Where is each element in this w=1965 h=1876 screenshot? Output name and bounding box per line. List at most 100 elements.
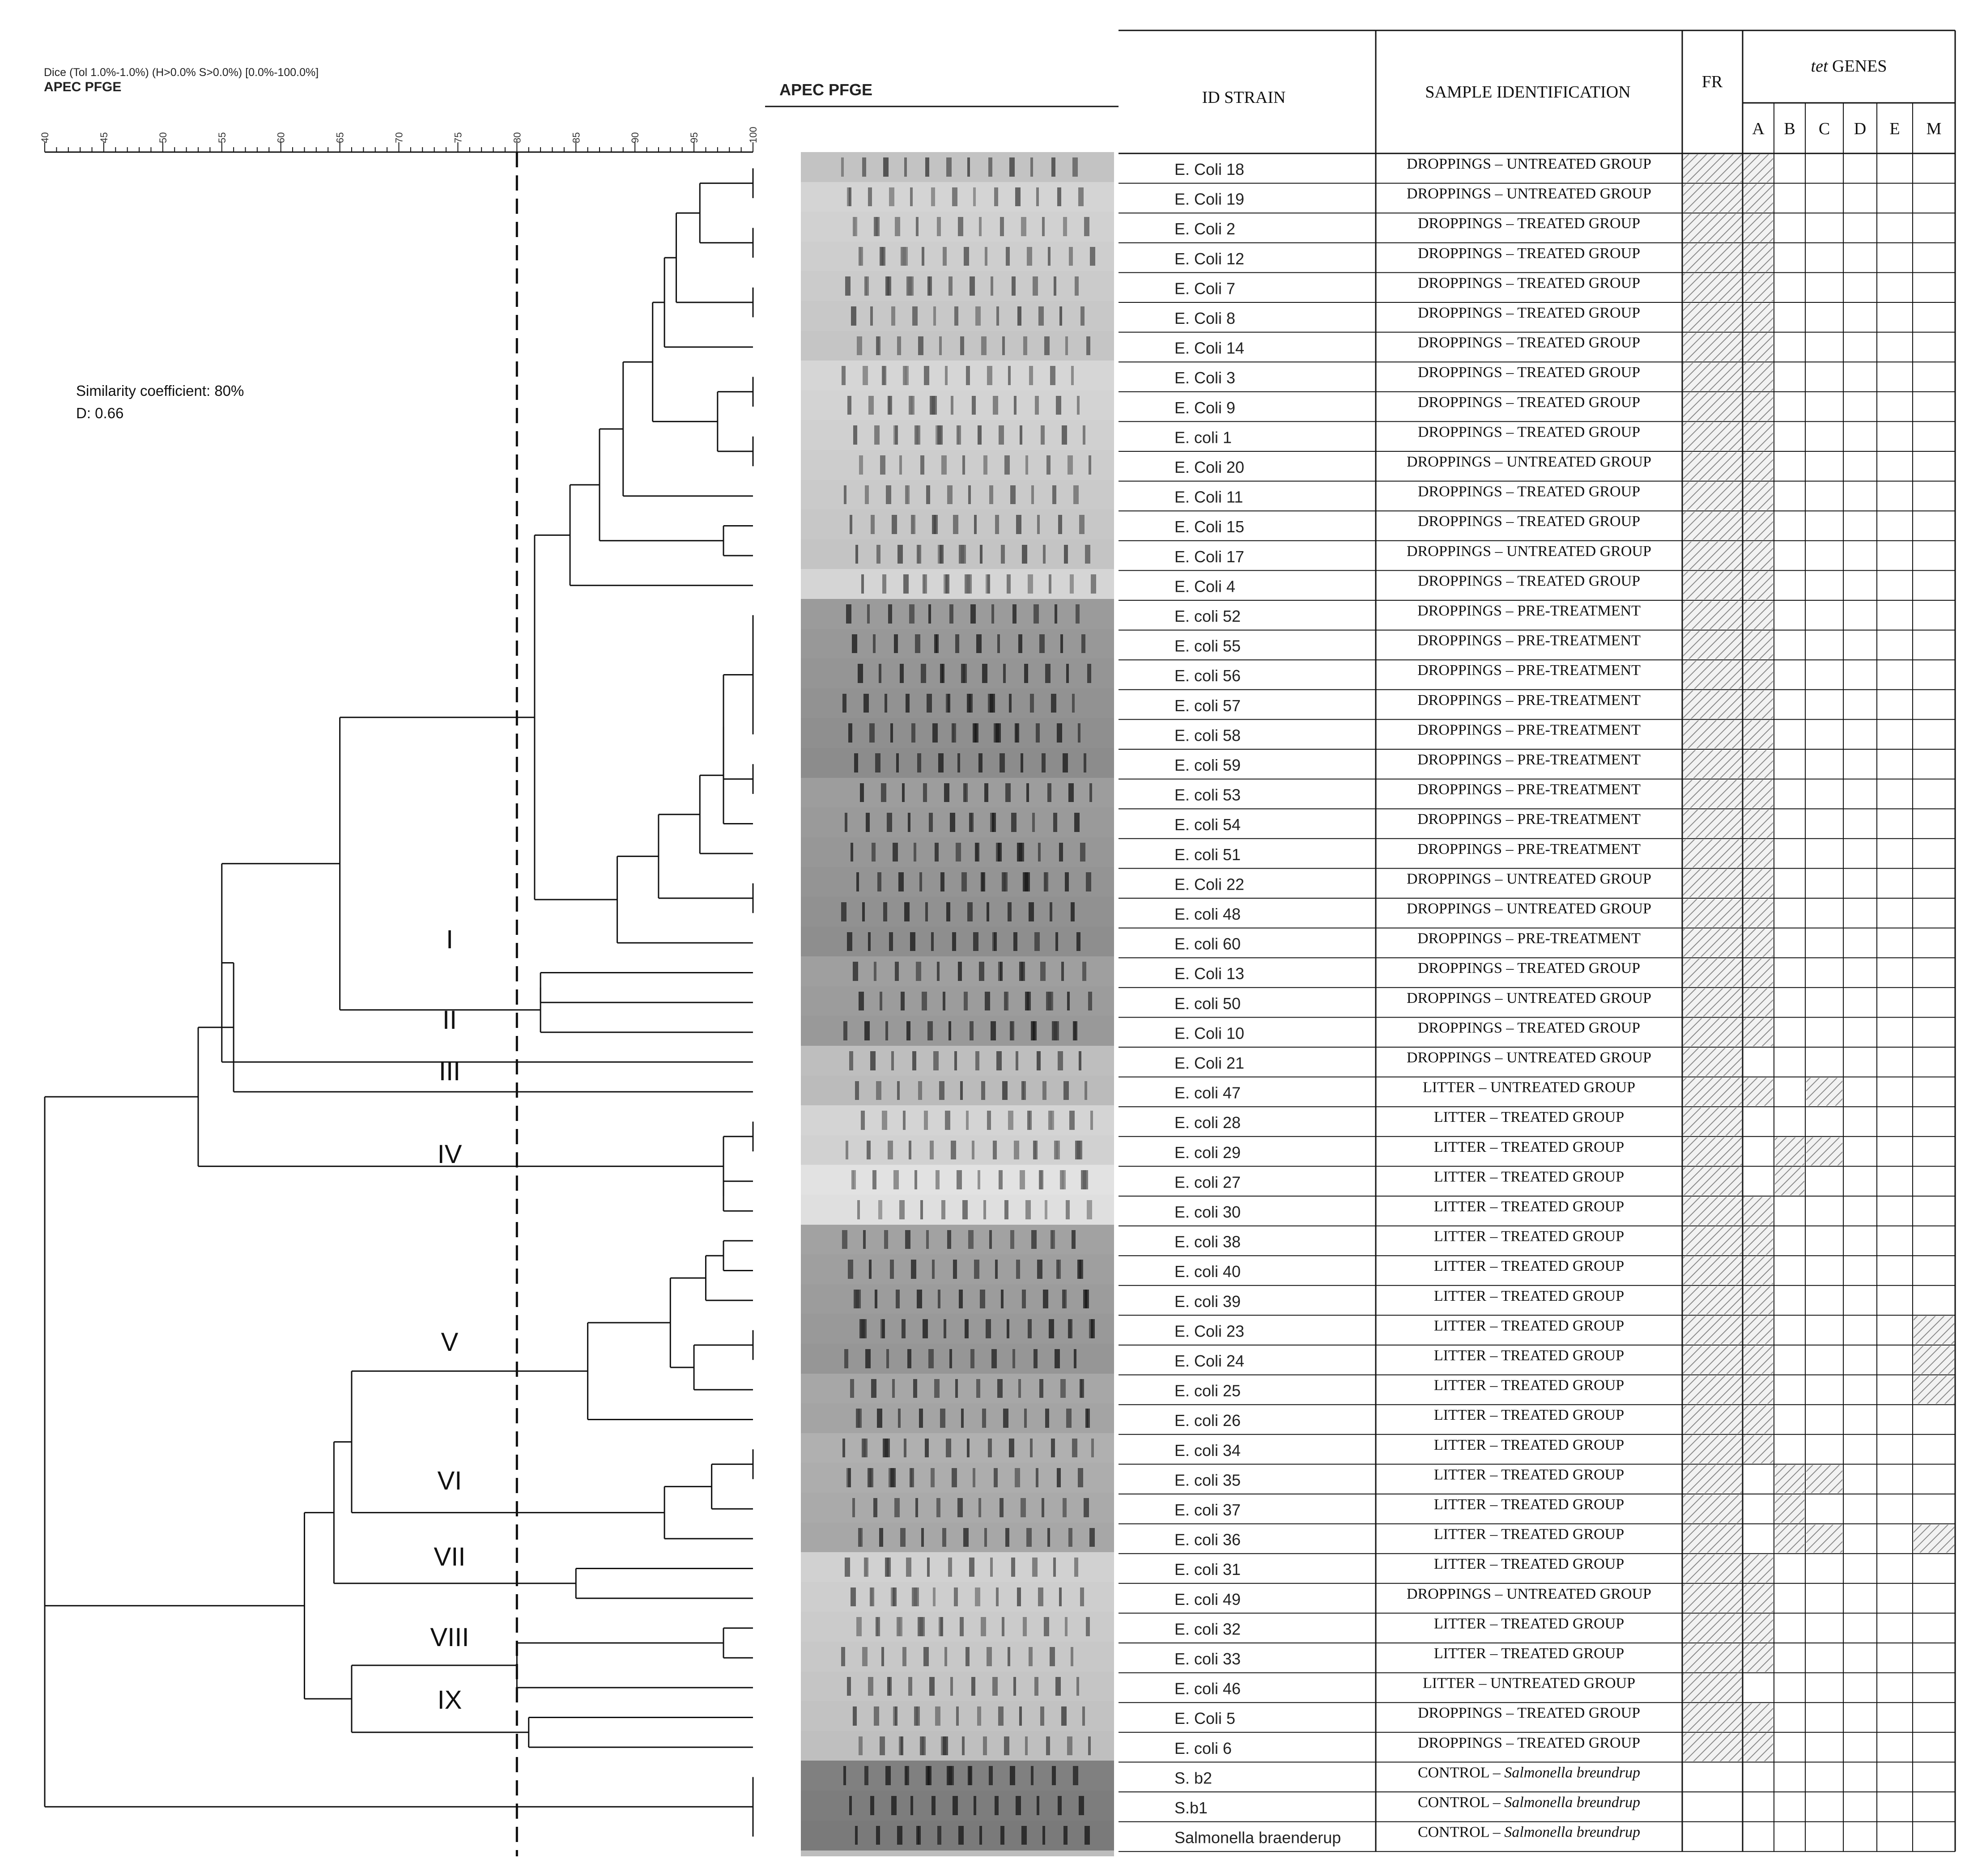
gel-band (964, 991, 968, 1011)
gel-band (1016, 1260, 1020, 1279)
hatched-cell-A (1744, 303, 1773, 331)
gel-band (1053, 1558, 1056, 1577)
sample-organism: Salmonella breundrup (1504, 1764, 1640, 1781)
gel-band (846, 604, 851, 624)
gel-band (900, 1528, 906, 1547)
gel-band (952, 1468, 957, 1487)
gel-band (889, 932, 893, 951)
gel-band (843, 1021, 847, 1040)
gel-band (1038, 306, 1044, 326)
gel-band (962, 455, 965, 475)
gel-band (1081, 1379, 1084, 1398)
strain-id: S. b2 (1174, 1769, 1212, 1787)
strain-id: E. coli 51 (1174, 845, 1241, 864)
gel-band (1009, 157, 1015, 177)
gel-lane (801, 1612, 1114, 1642)
gel-band (1079, 1260, 1083, 1279)
sample-source: DROPPINGS – UNTREATED GROUP (1407, 870, 1651, 887)
gel-band (1049, 1319, 1054, 1338)
gel-band (880, 455, 885, 475)
gel-band (857, 1200, 860, 1219)
gel-band (903, 574, 909, 594)
gel-band (994, 187, 998, 207)
hatched-cell-A (1744, 1644, 1773, 1672)
gel-band (881, 783, 886, 802)
hatched-cell-A (1744, 1256, 1773, 1285)
gel-band (944, 783, 949, 802)
gel-band (936, 1170, 940, 1189)
hatched-cell-B (1775, 1524, 1804, 1553)
sample-source: DROPPINGS – PRE-TREATMENT (1417, 603, 1641, 619)
gel-band (929, 1677, 935, 1696)
gel-band (880, 1319, 883, 1338)
hatched-cell-A (1744, 214, 1773, 242)
hatched-cell-A (1744, 661, 1773, 689)
gel-band (893, 1587, 897, 1607)
gel-band (938, 753, 944, 772)
gel-band (989, 485, 993, 505)
gel-band (873, 634, 876, 654)
gel-band (989, 1230, 992, 1249)
gel-band (1018, 634, 1022, 654)
gel-band (976, 1379, 980, 1398)
gel-band (924, 1111, 928, 1130)
sample-identification: LITTER – UNTREATED GROUP (1423, 1079, 1635, 1096)
gel-band (912, 306, 918, 326)
gel-band (1072, 157, 1078, 177)
gel-band (931, 1468, 935, 1487)
gel-band (1020, 425, 1022, 445)
gel-band (957, 1170, 962, 1189)
gel-band (961, 544, 966, 564)
gel-band (1079, 1796, 1084, 1815)
gel-band (974, 1260, 979, 1279)
gel-band (887, 1558, 891, 1577)
gel-band (956, 842, 961, 862)
hatched-cell-A (1744, 273, 1773, 301)
gel-band (1044, 872, 1046, 891)
gel-band (959, 1289, 963, 1309)
gel-band (966, 366, 970, 385)
gel-band (1059, 1587, 1062, 1607)
gel-band (913, 1379, 917, 1398)
strain-id: E. Coli 20 (1174, 458, 1244, 476)
gel-band (860, 246, 863, 266)
gel-band (944, 1319, 946, 1338)
gel-band (1035, 1140, 1038, 1160)
cluster-label-III: III (439, 1057, 460, 1086)
gel-lane (801, 271, 1114, 301)
gel-band (925, 902, 928, 921)
hatched-cell-A (1744, 422, 1773, 450)
gel-band (851, 842, 853, 862)
hatched-cell-B (1775, 1167, 1804, 1195)
sample-identification: LITTER – TREATED GROUP (1434, 1317, 1624, 1334)
gel-band (923, 1319, 928, 1338)
scale-tick-label: 95 (689, 132, 700, 143)
gene-header-B: B (1784, 119, 1795, 138)
gel-band (1084, 217, 1089, 236)
sample-identification: LITTER – TREATED GROUP (1434, 1347, 1624, 1364)
gel-band (1085, 544, 1090, 564)
gel-band (910, 932, 915, 951)
gel-band (867, 604, 870, 624)
gel-band (974, 515, 977, 534)
hatched-cell-FR (1683, 1644, 1742, 1672)
sample-identification: DROPPINGS – UNTREATED GROUP (1407, 900, 1651, 917)
gel-band (1012, 276, 1016, 296)
sample-source: LITTER – UNTREATED GROUP (1423, 1675, 1635, 1692)
gel-band (1023, 1081, 1026, 1100)
gel-band (1036, 187, 1039, 207)
gel-band (912, 1051, 916, 1070)
gel-band (951, 1140, 956, 1160)
strain-id: E. coli 49 (1174, 1590, 1241, 1609)
gel-band (885, 1438, 890, 1458)
diversity-index: D: 0.66 (76, 405, 124, 421)
header-sample-identification: SAMPLE IDENTIFICATION (1425, 83, 1630, 102)
gel-band (991, 604, 994, 624)
gel-band (890, 1260, 894, 1279)
gel-band (969, 1558, 974, 1577)
hatched-cell-A (1744, 1286, 1773, 1315)
sample-identification: CONTROL – Salmonella breundrup (1418, 1824, 1640, 1841)
gel-band (870, 1051, 876, 1070)
gel-lane (801, 1761, 1114, 1791)
sample-source: DROPPINGS – UNTREATED GROUP (1407, 156, 1651, 172)
